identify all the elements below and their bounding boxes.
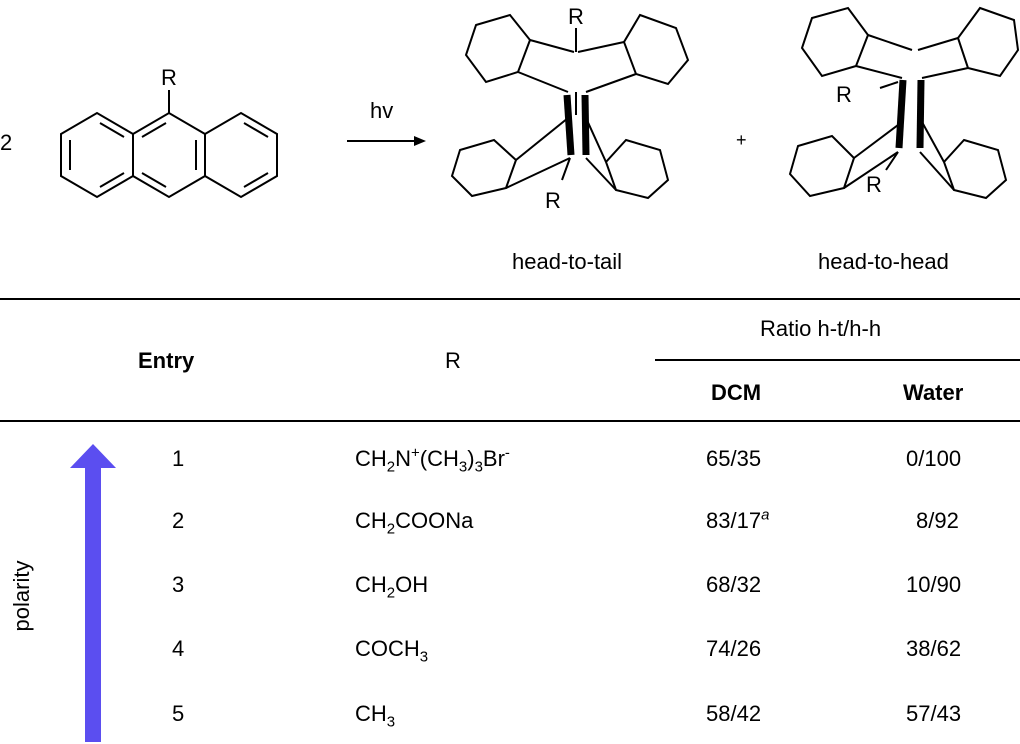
dcm-ratio: 74/26: [706, 638, 761, 660]
formula-part: (CH: [419, 446, 459, 471]
header-dcm: DCM: [711, 380, 762, 405]
reaction-conditions: hv: [370, 98, 393, 123]
water-ratio: 8/92: [916, 508, 959, 533]
formula-part: -: [504, 444, 510, 462]
dcm-footnote-marker: a: [761, 506, 770, 524]
product-label-head-to-tail: head-to-tail: [512, 249, 622, 274]
head-to-tail-substituent-bottom: R: [545, 188, 561, 213]
formula-part: 3: [419, 648, 429, 666]
header-ratio-group: Ratio h-t/h-h: [760, 316, 882, 341]
reaction-coefficient: 2: [0, 130, 12, 155]
formula-part: Br: [482, 446, 505, 471]
head-to-tail-substituent-top: R: [568, 4, 584, 29]
substituent-formula: CH3: [355, 701, 395, 730]
dcm-ratio: 65/35: [706, 448, 761, 470]
entry-number: 1: [172, 446, 185, 471]
head-to-head-bridge-bonds: [895, 79, 925, 149]
product-label-head-to-head: head-to-head: [818, 249, 949, 274]
formula-part: COCH: [355, 636, 420, 661]
substituent-formula: CH2COONa: [355, 508, 474, 537]
formula-part: CH: [355, 572, 387, 597]
formula-part: 2: [386, 584, 396, 602]
dcm-ratio: 83/17a: [706, 506, 770, 533]
formula-part: OH: [395, 572, 429, 597]
dcm-ratio-value: 58/42: [706, 701, 762, 726]
formula-part: 3: [474, 458, 483, 476]
formula-part: 3: [386, 713, 396, 731]
head-to-head-dimer-structure: [788, 6, 1020, 200]
formula-part: CH: [355, 701, 387, 726]
reactant-substituent-r: R: [161, 65, 177, 90]
water-ratio: 57/43: [906, 701, 962, 726]
formula-part: CH: [355, 508, 387, 533]
dcm-ratio-value: 65/35: [706, 446, 762, 471]
head-to-head-substituent-bottom: R: [866, 172, 882, 197]
entry-number: 5: [172, 701, 185, 726]
plus-sign: +: [736, 130, 747, 150]
table-top-rule: [0, 298, 1020, 300]
formula-part: COONa: [395, 508, 474, 533]
formula-part: 3: [458, 458, 468, 476]
polarity-arrow: [70, 444, 116, 742]
reaction-arrowhead: [414, 136, 426, 146]
formula-part: 2: [386, 458, 396, 476]
substituent-formula: CH2N+(CH3)3Br-: [355, 444, 510, 475]
water-ratio: 0/100: [906, 446, 962, 471]
formula-part: 2: [386, 520, 396, 538]
entry-number: 2: [172, 508, 185, 533]
head-to-tail-dimer-structure: [450, 13, 690, 200]
formula-part: +: [411, 444, 420, 462]
dcm-ratio-value: 83/17: [706, 508, 762, 533]
dcm-ratio-value: 68/32: [706, 572, 762, 597]
table-header-rule: [0, 420, 1020, 422]
substituent-formula: COCH3: [355, 636, 428, 665]
head-to-tail-bridge-bonds: [563, 94, 590, 156]
formula-part: N: [395, 446, 412, 471]
reaction-scheme: 2 R hv R: [0, 4, 1020, 274]
header-entry: Entry: [138, 348, 195, 373]
dcm-ratio-value: 74/26: [706, 636, 762, 661]
formula-part: ): [467, 446, 475, 471]
substituent-formula: CH2OH: [355, 572, 429, 601]
water-ratio: 10/90: [906, 572, 962, 597]
polarity-label: polarity: [9, 560, 34, 632]
entry-number: 4: [172, 636, 185, 661]
dcm-ratio: 68/32: [706, 574, 761, 596]
ratio-group-rule: [655, 359, 1020, 361]
anthracene-structure: [60, 90, 278, 199]
dcm-ratio: 58/42: [706, 703, 761, 725]
header-water: Water: [903, 380, 964, 405]
entry-number: 3: [172, 572, 185, 597]
header-r: R: [445, 348, 461, 373]
head-to-head-substituent-top: R: [836, 82, 852, 107]
formula-part: CH: [355, 446, 387, 471]
water-ratio: 38/62: [906, 636, 962, 661]
